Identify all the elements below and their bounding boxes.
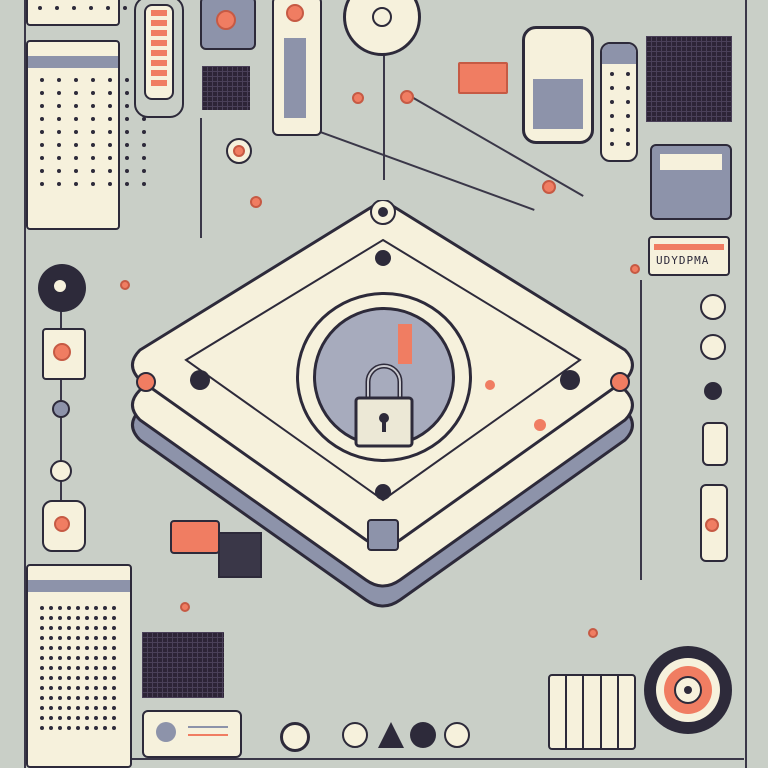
toggle-switch[interactable] [702, 422, 728, 466]
battery-meter [134, 0, 184, 118]
pixel-display-small [202, 66, 250, 110]
speaker-icon [216, 10, 236, 30]
shape-triangle [378, 722, 404, 748]
profile-card [142, 710, 242, 758]
plug-connector [218, 532, 262, 578]
hexagon-module [522, 26, 594, 144]
circuit-node [226, 138, 252, 164]
slider-control[interactable] [700, 484, 728, 562]
dial-center-icon [372, 7, 392, 27]
circuit-line [289, 120, 535, 211]
knob-icon[interactable] [704, 382, 722, 400]
circuit-line [640, 280, 642, 580]
circuit-node [588, 628, 598, 638]
ring-button[interactable] [700, 334, 726, 360]
ring-button[interactable] [700, 294, 726, 320]
circuit-node [120, 280, 130, 290]
shape-circle [342, 722, 368, 748]
device-panel-bottom-left [26, 564, 132, 768]
target-disc[interactable] [644, 646, 732, 734]
border-line-bottom [24, 758, 744, 760]
circuit-node [630, 264, 640, 274]
speaker-module [200, 0, 256, 50]
border-line-left [24, 0, 26, 768]
ring-button[interactable] [280, 722, 310, 752]
plug-connector [170, 520, 220, 554]
status-node [50, 460, 72, 482]
mixer-panel[interactable] [548, 674, 636, 750]
circuit-line [200, 118, 202, 238]
hex-button[interactable] [42, 500, 86, 552]
circuit-node [400, 90, 414, 104]
shape-circle-dark [410, 722, 436, 748]
border-line-right [745, 0, 747, 768]
record-button[interactable] [38, 264, 86, 312]
indicator-card [42, 328, 86, 380]
circuit-node [250, 196, 262, 208]
label-tag-text: UDYDPMA [656, 254, 710, 267]
label-tag: UDYDPMA [648, 236, 730, 276]
avatar-icon [156, 722, 176, 742]
pixel-display-bottom [142, 632, 224, 698]
indicator-light [286, 4, 304, 22]
panel-header-bar [28, 56, 118, 68]
shape-circle [444, 722, 470, 748]
connector-strip [600, 42, 638, 162]
switch-tower [272, 0, 322, 136]
device-panel-left [26, 40, 146, 230]
circuit-node [180, 602, 190, 612]
padlock-icon[interactable] [354, 360, 414, 450]
status-node [52, 400, 70, 418]
keyboard-card [650, 144, 732, 220]
top-dial[interactable] [343, 0, 421, 56]
circuit-node [352, 92, 364, 104]
circuit-line-top [383, 0, 385, 180]
circuit-node [542, 180, 556, 194]
envelope-icon[interactable] [458, 62, 508, 94]
pixel-display-large [646, 36, 732, 122]
top-left-panel [26, 0, 144, 26]
